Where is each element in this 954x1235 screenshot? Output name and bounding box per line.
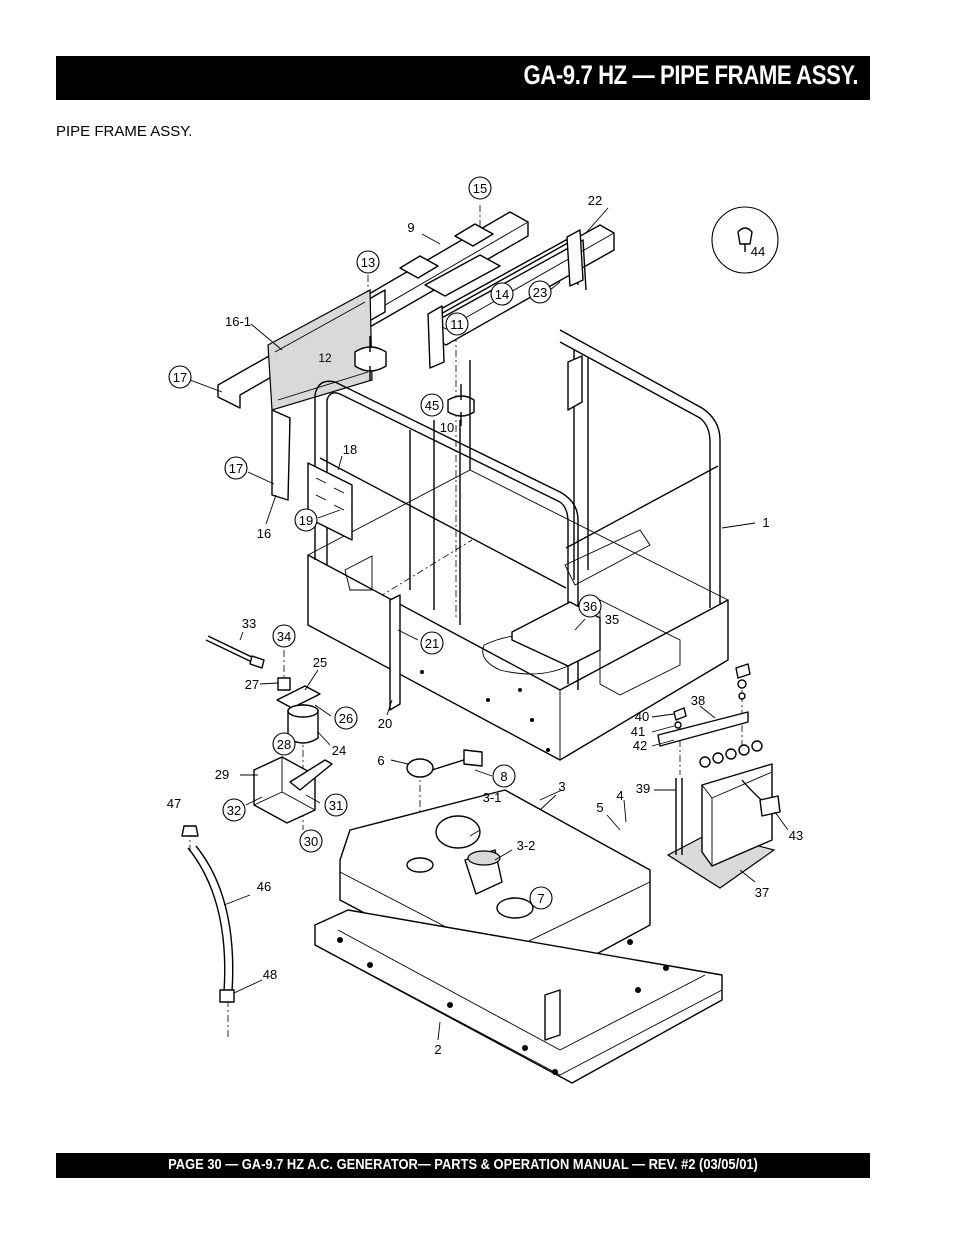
callout-8: 8	[500, 769, 507, 784]
page-footer-bar: PAGE 30 — GA-9.7 HZ A.C. GENERATOR— PART…	[56, 1153, 870, 1178]
callout-20: 20	[378, 716, 392, 731]
callout-11: 11	[450, 317, 464, 332]
leader-lines	[189, 207, 789, 1041]
callout-38: 38	[691, 693, 705, 708]
callout-39: 39	[636, 781, 650, 796]
battery-assembly	[657, 663, 781, 889]
callout-16-1: 16-1	[225, 314, 251, 329]
callout-10: 10	[440, 420, 454, 435]
callout-3-2: 3-2	[517, 838, 536, 853]
callout-34: 34	[277, 629, 291, 644]
callout-3: 3	[558, 779, 565, 794]
callout-13: 13	[361, 255, 375, 270]
callout-22: 22	[588, 193, 602, 208]
callout-18: 18	[343, 442, 357, 457]
callout-41: 41	[631, 724, 645, 739]
callout-26: 26	[339, 711, 353, 726]
callout-30: 30	[304, 834, 318, 849]
callout-44: 44	[751, 244, 765, 259]
callout-31: 31	[329, 798, 343, 813]
section-subtitle: PIPE FRAME ASSY.	[56, 123, 193, 140]
page-footer-text: PAGE 30 — GA-9.7 HZ A.C. GENERATOR— PART…	[168, 1156, 758, 1173]
mount-parts-left	[205, 635, 333, 824]
callout-21: 21	[425, 636, 439, 651]
callout-37: 37	[755, 885, 769, 900]
callout-4: 4	[616, 788, 623, 803]
callout-17b: 17	[229, 461, 243, 476]
callout-17a: 17	[173, 370, 187, 385]
callout-47: 47	[167, 796, 181, 811]
callout-1: 1	[762, 515, 769, 530]
top-rail-assembly	[217, 211, 615, 501]
callout-6: 6	[377, 753, 384, 768]
callout-3-1: 3-1	[483, 790, 502, 805]
callout-24: 24	[332, 743, 346, 758]
callout-35: 35	[605, 612, 619, 627]
callout-5: 5	[596, 800, 603, 815]
callout-23: 23	[533, 285, 547, 300]
callout-28: 28	[277, 737, 291, 752]
callout-40: 40	[635, 709, 649, 724]
callout-14: 14	[495, 287, 509, 302]
callout-15: 15	[473, 181, 487, 196]
callout-25: 25	[313, 655, 327, 670]
callout-2: 2	[434, 1042, 441, 1057]
callout-42: 42	[633, 738, 647, 753]
callout-29: 29	[215, 767, 229, 782]
callout-32: 32	[227, 803, 241, 818]
callout-48: 48	[263, 967, 277, 982]
page-header-bar: GA-9.7 HZ — PIPE FRAME ASSY.	[56, 56, 870, 100]
callout-circles	[168, 176, 602, 910]
page-title: GA-9.7 HZ — PIPE FRAME ASSY.	[523, 60, 858, 90]
fuel-hose	[181, 825, 235, 1003]
callout-19: 19	[299, 513, 313, 528]
callout-9: 9	[407, 220, 414, 235]
callout-12: 12	[318, 351, 332, 365]
callout-45: 45	[425, 398, 439, 413]
callout-7: 7	[537, 891, 544, 906]
callout-46: 46	[257, 879, 271, 894]
callout-33: 33	[242, 616, 256, 631]
main-pipe-frame	[307, 329, 729, 761]
callout-43: 43	[789, 828, 803, 843]
callout-27: 27	[245, 677, 259, 692]
callout-36: 36	[583, 599, 597, 614]
base-skid	[314, 909, 723, 1084]
callout-labels: 15 22 9 13 14 23 16-1 11 12 17 45 10 18 …	[167, 181, 803, 1057]
callout-16: 16	[257, 526, 271, 541]
detail-inset-44	[711, 206, 779, 274]
